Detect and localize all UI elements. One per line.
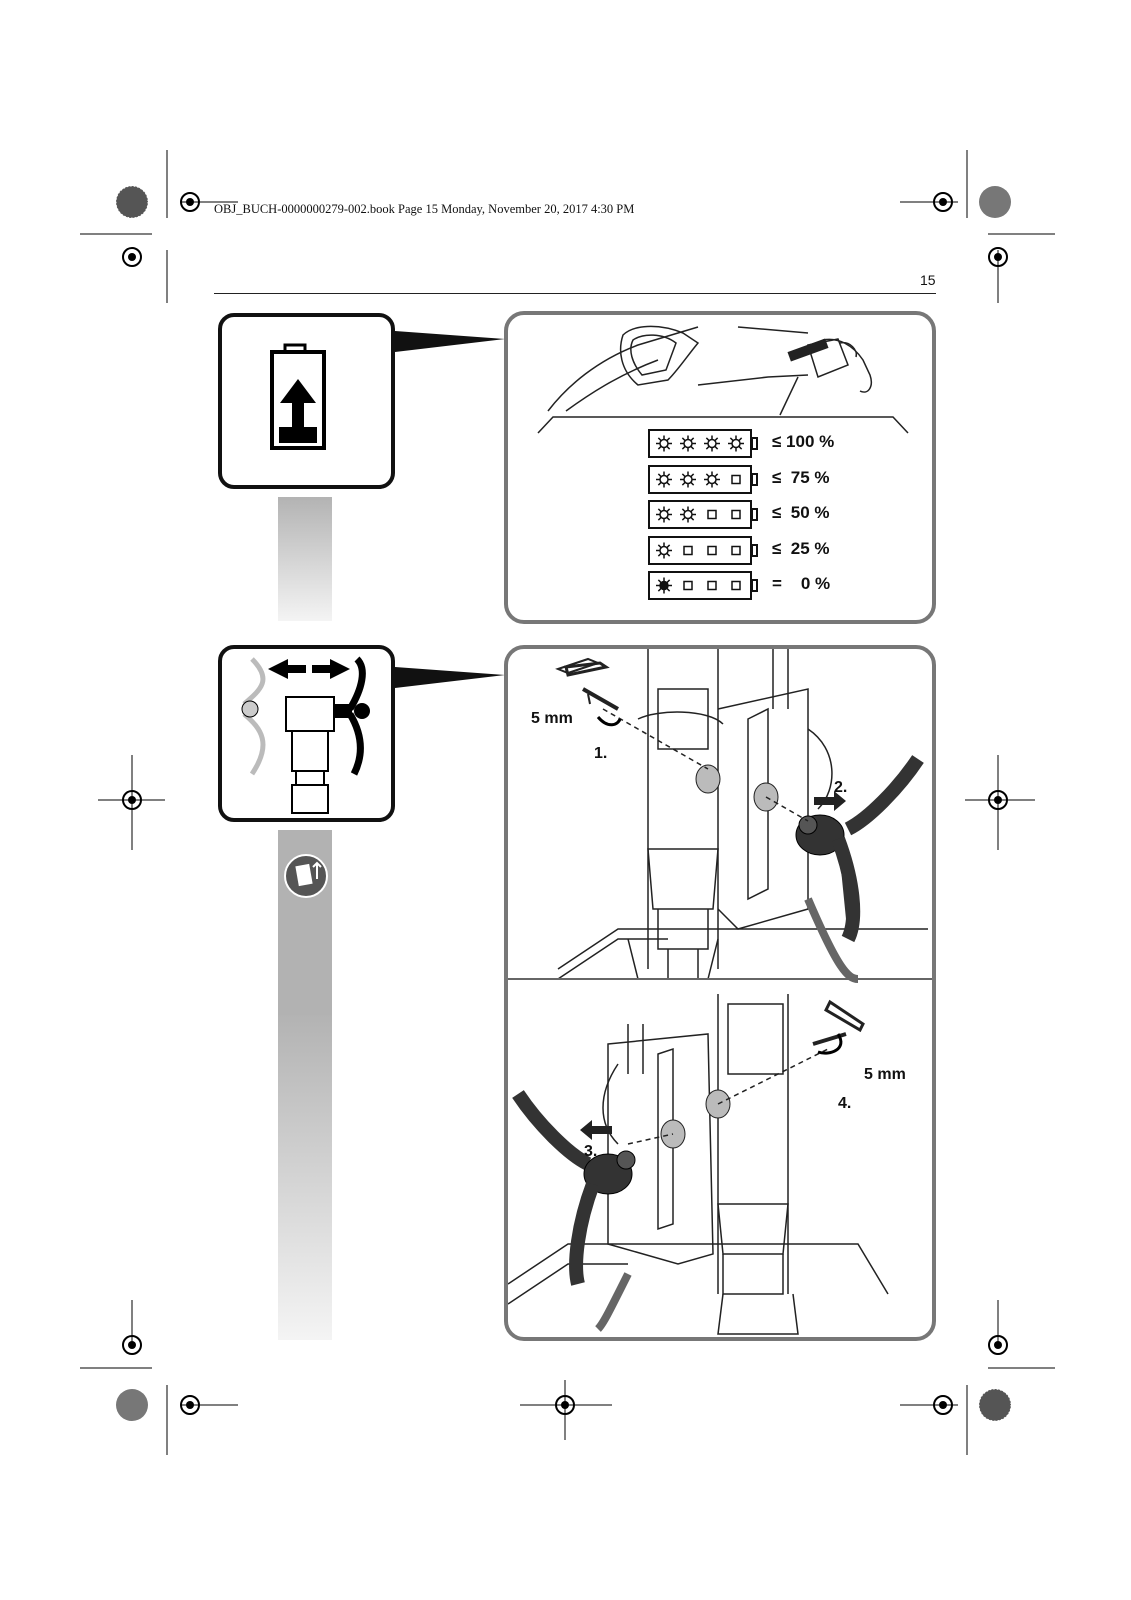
led-on: [728, 435, 744, 452]
led-off: [731, 580, 741, 591]
step-3-label: 3.: [584, 1143, 598, 1160]
section-bar: [278, 1015, 332, 1340]
header-rule: [214, 293, 936, 294]
led-off: [683, 580, 693, 591]
battery-level-row: ≤ 50 %: [648, 499, 918, 531]
step-1-label: 1.: [594, 745, 608, 762]
led-off: [707, 509, 717, 520]
led-on: [656, 542, 672, 558]
handle-icon-box: [218, 645, 395, 822]
handle-removal-illustration: [508, 649, 932, 983]
led-indicator-icon: [648, 571, 758, 600]
tool-top-illustration: [537, 325, 909, 434]
section-bar: [278, 497, 332, 621]
led-indicator-icon: [648, 464, 758, 494]
battery-level-row: ≤ 75 %: [648, 464, 918, 496]
wrench-size-label-bottom: 5 mm: [864, 1066, 906, 1083]
led-off: [731, 545, 741, 555]
battery-icon-box: [218, 313, 395, 489]
led-indicator-icon: [648, 500, 758, 529]
battery-charge-icon: [270, 343, 326, 450]
led-indicator-icon: [648, 535, 758, 565]
battery-level-row: = 0 %: [648, 570, 918, 602]
manual-reference-icon: [284, 854, 328, 898]
led-on: [656, 435, 672, 452]
battery-level-label: ≤ 100 %: [772, 432, 835, 451]
wrench-size-label-top: 5 mm: [531, 710, 573, 727]
led-on: [680, 506, 696, 523]
led-off: [731, 509, 741, 520]
led-off: [707, 545, 717, 555]
handle-mounting-illustration: [508, 994, 889, 1335]
handle-swap-icon: [241, 656, 370, 814]
battery-level-panel: ≤ 100 % ≤ 75 % ≤ 50 % ≤ 25 % = 0 %: [504, 311, 936, 624]
led-on: [656, 506, 672, 523]
led-on: [656, 471, 672, 487]
callout-pointer: [395, 331, 505, 352]
led-on: [704, 435, 720, 452]
led-on: [704, 471, 720, 487]
handle-mounting-panel: 5 mm 1. 2.: [504, 645, 936, 1341]
led-indicator-icon: [648, 429, 758, 458]
step-4-label: 4.: [838, 1095, 852, 1112]
led-off: [707, 580, 717, 591]
battery-level-row: ≤ 25 %: [648, 535, 918, 567]
battery-level-row: ≤ 100 %: [648, 428, 918, 460]
led-on: [680, 435, 696, 452]
print-header: OBJ_BUCH-0000000279-002.book Page 15 Mon…: [214, 202, 635, 216]
battery-level-label: ≤ 25 %: [772, 538, 830, 558]
step-2-label: 2.: [834, 779, 848, 796]
battery-levels: ≤ 100 % ≤ 75 % ≤ 50 % ≤ 25 % = 0 %: [648, 428, 918, 608]
led-blinking: [656, 577, 672, 594]
battery-level-label: ≤ 50 %: [772, 503, 830, 522]
led-off: [683, 545, 693, 555]
led-off: [731, 474, 741, 484]
battery-level-label: = 0 %: [772, 574, 831, 593]
led-on: [680, 471, 696, 487]
callout-pointer: [395, 667, 505, 688]
page-number: 15: [920, 272, 936, 288]
battery-level-label: ≤ 75 %: [772, 467, 830, 487]
